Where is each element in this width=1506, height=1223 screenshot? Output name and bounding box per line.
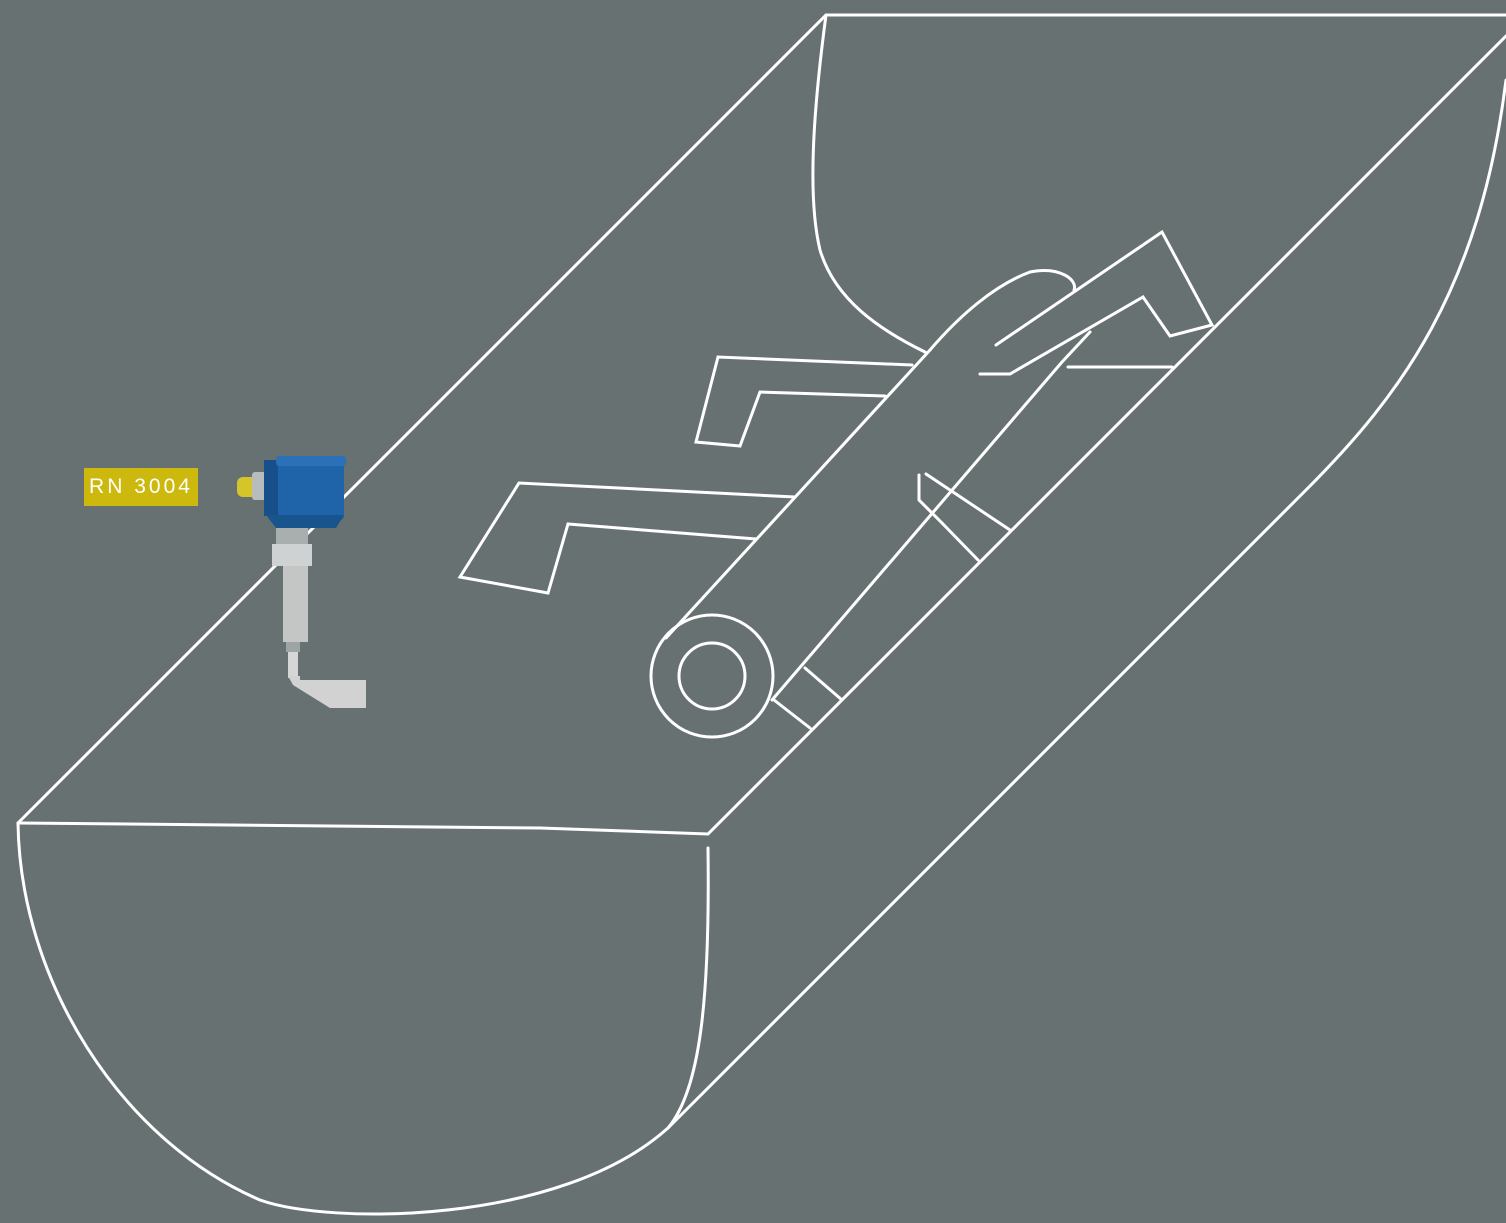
trough-bottom-edge [668,80,1506,1128]
shaft-lower-rail [772,332,1090,700]
trough-front-edge [18,36,1506,834]
trough-near-end-profile [18,823,708,1214]
shaft-band-lower [774,668,842,728]
shaft-collar-lower [942,523,978,560]
shaft-coupling [286,642,300,652]
shaft-tube [283,566,308,642]
paddle-stem [288,652,298,678]
housing-bottom [266,515,344,528]
hub-ring [651,615,773,737]
housing-front [278,458,344,520]
trough-far-end-profile [813,15,925,352]
paddle-blade [288,676,366,708]
upper-paddle-arm [696,357,912,446]
lower-paddle-outer [460,483,795,593]
product-label: RN 3004 [84,468,198,506]
drive-shaft [666,271,1090,728]
bracket-arm [980,232,1212,374]
hex-nut [272,544,312,566]
upper-paddle-outer [696,357,912,446]
trough-body [18,15,1506,1214]
hub-inner-circle [679,643,745,709]
lower-paddle-arm [460,483,795,593]
housing-lid [276,456,346,466]
hub-outer-circle [651,615,773,737]
trough-top-rim [18,15,1506,823]
shaft-upper-rail [666,271,1075,638]
bracket-outline [980,232,1212,374]
mounting-thread [276,528,308,544]
housing-side [264,460,280,516]
